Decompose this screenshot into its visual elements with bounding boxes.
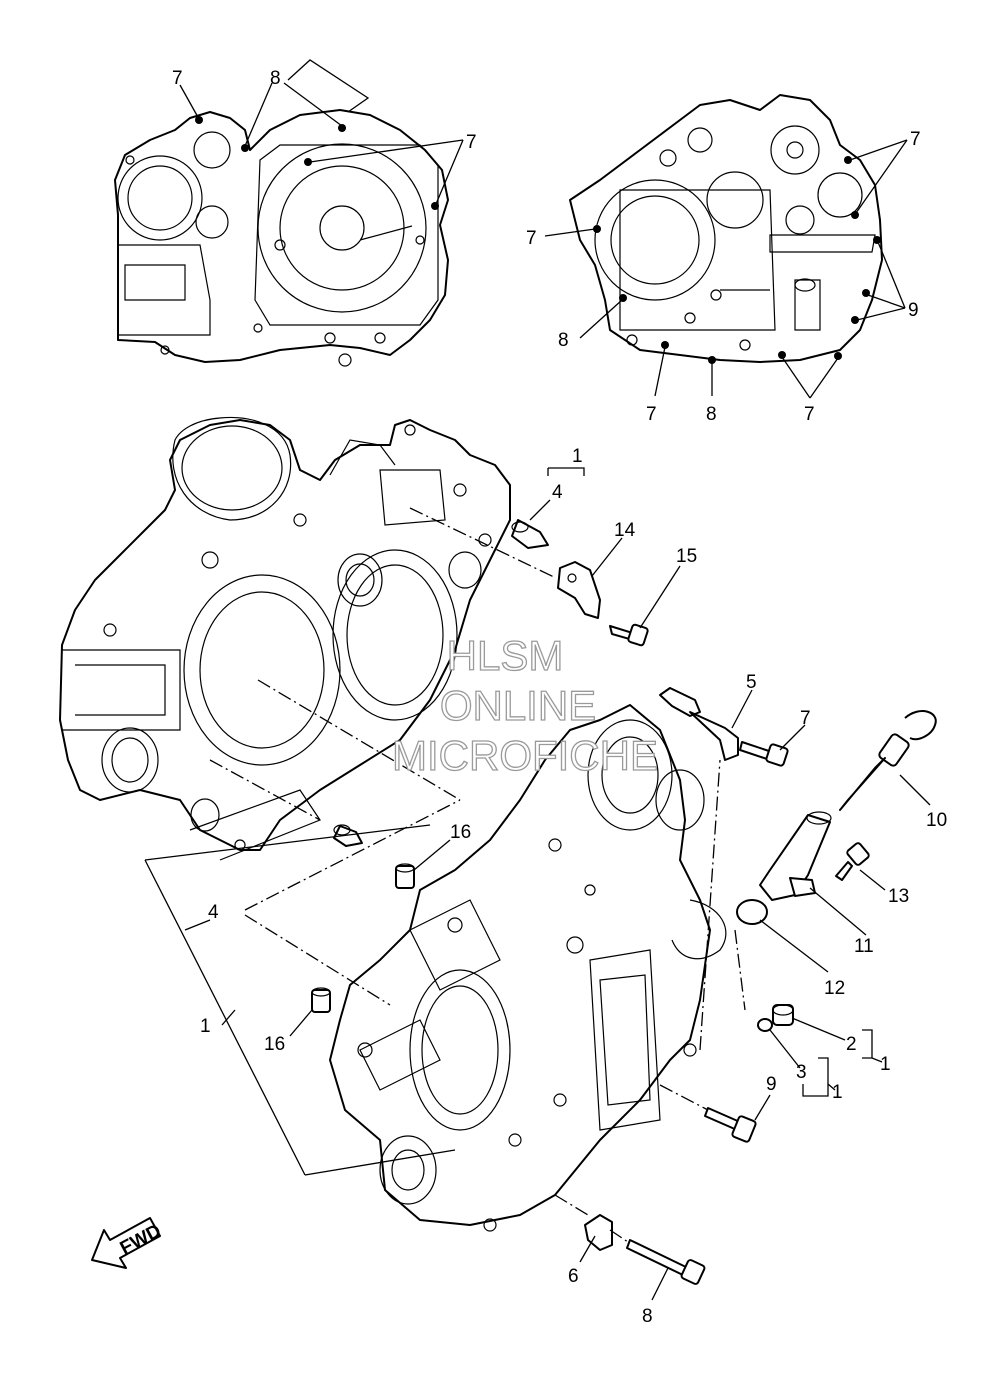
plate-14 <box>557 561 601 619</box>
bolt-8 <box>626 1239 706 1285</box>
watermark-line-1: HLSM <box>447 632 564 679</box>
callout-16: 16 <box>450 822 471 843</box>
callout-4: 4 <box>552 482 563 503</box>
oil-filler-pipe-11 <box>759 811 832 901</box>
crankcase-half-left <box>59 416 511 861</box>
callout-labels: 7 8 7 7 7 9 8 7 8 7 1 4 14 15 5 7 10 13 … <box>172 68 947 1327</box>
callout-8: 8 <box>558 330 569 351</box>
callout-16: 16 <box>264 1034 285 1055</box>
callout-7: 7 <box>800 708 811 729</box>
callout-11: 11 <box>854 936 874 957</box>
callout-1: 1 <box>200 1016 211 1037</box>
dowel-pin-lower <box>333 824 363 847</box>
alignment-lines <box>209 507 746 1243</box>
bolt-9 <box>704 1107 757 1143</box>
callout-5: 5 <box>746 672 757 693</box>
callout-7: 7 <box>526 228 537 249</box>
callout-9: 9 <box>908 300 919 321</box>
hose-guide-5 <box>659 687 739 761</box>
crankcase-half-right <box>329 704 727 1232</box>
watermark-line-3: MICROFICHE <box>392 732 658 779</box>
watermark: HLSM ONLINE MICROFICHE <box>391 631 658 779</box>
crankcase-view-left-top <box>114 109 449 367</box>
callout-3: 3 <box>796 1062 807 1083</box>
bolt-15 <box>609 623 649 647</box>
callout-6: 6 <box>568 1266 579 1287</box>
o-ring-12 <box>736 899 768 925</box>
callout-7: 7 <box>172 68 183 89</box>
callout-7: 7 <box>646 404 657 425</box>
callout-1: 1 <box>880 1054 891 1075</box>
callout-9: 9 <box>766 1074 777 1095</box>
plug-2 <box>772 1004 794 1026</box>
callout-4: 4 <box>208 902 219 923</box>
oil-level-gauge-10 <box>839 710 937 811</box>
dowel-pin-top <box>511 519 549 549</box>
dowel-pin-16-lower <box>311 987 331 1013</box>
callout-12: 12 <box>824 978 845 999</box>
callout-7: 7 <box>466 132 477 153</box>
dowel-pin-16-upper <box>395 863 415 889</box>
bolt-7 <box>739 741 789 767</box>
leader-lines <box>144 59 931 1301</box>
callout-14: 14 <box>614 520 636 541</box>
callout-13: 13 <box>888 886 909 907</box>
callout-8: 8 <box>706 404 717 425</box>
fwd-arrow: FWD <box>91 1217 165 1269</box>
bolt-13 <box>835 842 870 881</box>
watermark-line-2: ONLINE <box>440 682 596 729</box>
callout-7: 7 <box>804 404 815 425</box>
callout-1: 1 <box>832 1082 843 1103</box>
callout-15: 15 <box>676 546 697 567</box>
clamp-6 <box>584 1214 613 1251</box>
callout-10: 10 <box>926 810 947 831</box>
crankcase-view-right-top <box>569 94 883 364</box>
callout-8: 8 <box>270 68 281 89</box>
callout-8: 8 <box>642 1306 653 1327</box>
callout-2: 2 <box>846 1034 857 1055</box>
callout-7: 7 <box>910 129 921 150</box>
gasket-3 <box>757 1018 773 1032</box>
callout-1: 1 <box>572 446 583 467</box>
